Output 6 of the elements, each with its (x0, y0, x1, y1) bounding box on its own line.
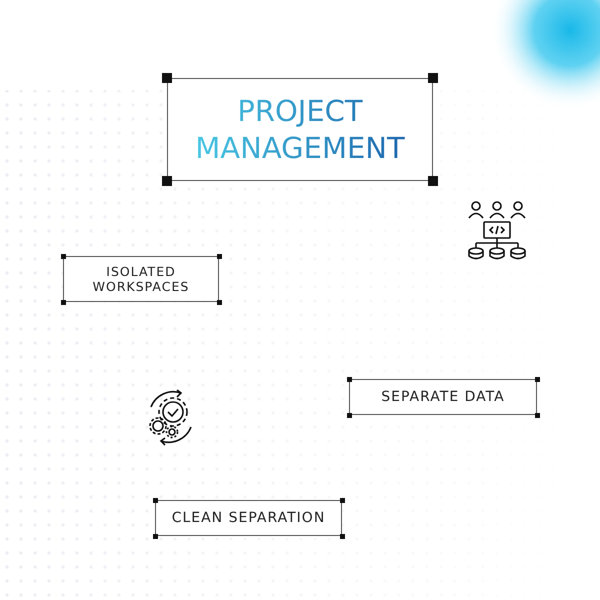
label-frame (155, 500, 342, 536)
label-frame (63, 256, 219, 302)
label-text: CLEAN SEPARATION (172, 510, 326, 526)
label-text: ISOLATED WORKSPACES (92, 264, 190, 294)
label-text: SEPARATE DATA (381, 389, 505, 405)
label-frame (349, 379, 537, 415)
